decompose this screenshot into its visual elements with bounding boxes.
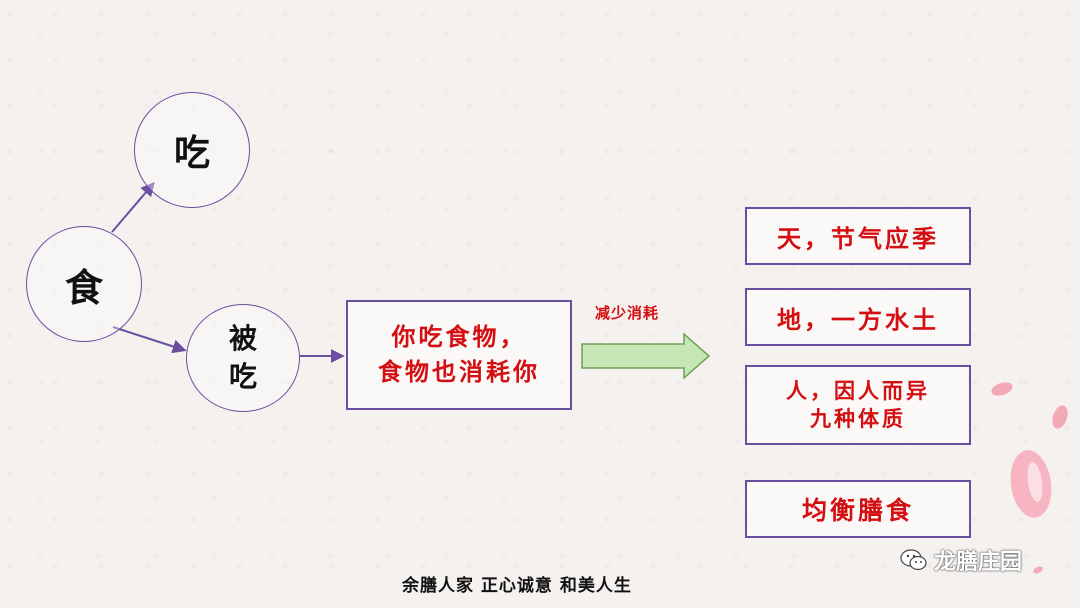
right-box-person-line-1: 人，因人而异 xyxy=(786,377,930,403)
right-box-person: 人，因人而异 九种体质 xyxy=(745,365,971,445)
right-box-season-text: 天，节气应季 xyxy=(777,223,939,253)
node-food: 食 xyxy=(26,226,142,342)
arrow-food-to-eat xyxy=(111,181,155,233)
right-box-balanced-diet-text: 均衡膳食 xyxy=(801,496,914,525)
right-box-locality-text: 地，一方水土 xyxy=(777,304,939,334)
arrow-label: 减少消耗 xyxy=(595,304,660,322)
right-box-season: 天，节气应季 xyxy=(745,207,971,265)
center-box-line-2: 食物也消耗你 xyxy=(378,357,540,386)
footer-motto: 余膳人家 正心诚意 和美人生 xyxy=(402,576,632,596)
right-box-balanced-diet: 均衡膳食 xyxy=(745,480,971,538)
watermark-text: 龙膳庄园 xyxy=(934,550,1023,575)
center-box-line-1: 你吃食物， xyxy=(391,322,527,352)
right-box-locality: 地，一方水土 xyxy=(745,288,971,346)
right-box-person-line-2: 九种体质 xyxy=(810,406,906,431)
node-eaten-line-2: 吃 xyxy=(228,360,257,393)
node-food-label: 食 xyxy=(64,264,103,310)
node-eaten: 被 吃 xyxy=(186,304,300,412)
center-box: 你吃食物， 食物也消耗你 xyxy=(346,300,572,410)
node-eat-label: 吃 xyxy=(173,132,210,174)
node-eat: 吃 xyxy=(134,92,250,208)
block-arrow xyxy=(581,332,711,380)
wechat-icon xyxy=(900,549,927,571)
petal-decoration xyxy=(991,382,1068,574)
arrow-food-to-eaten xyxy=(112,326,187,354)
node-eaten-line-1: 被 xyxy=(228,322,257,356)
watermark: 龙膳庄园 xyxy=(900,544,1022,576)
